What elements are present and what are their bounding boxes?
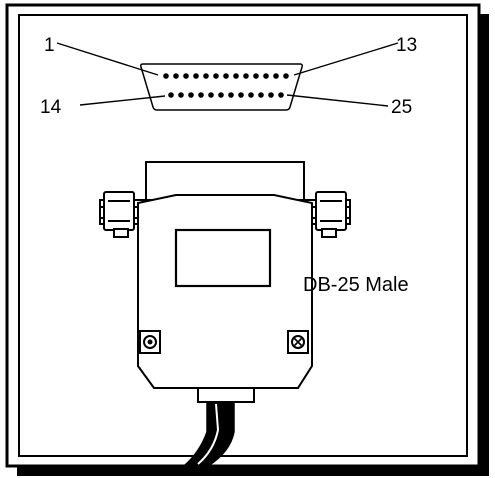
leader-pin-14 — [79, 95, 166, 106]
pin-20 — [228, 92, 234, 98]
pin-14 — [168, 92, 174, 98]
hood-label-window — [174, 228, 272, 288]
connector-side-view — [99, 161, 351, 403]
pin-23 — [258, 92, 264, 98]
label-pin-1: 1 — [44, 35, 55, 56]
pin-8 — [233, 73, 239, 79]
pin-6 — [213, 73, 219, 79]
pin-16 — [188, 92, 194, 98]
label-pin-13: 13 — [396, 35, 417, 56]
pin-19 — [218, 92, 224, 98]
pin-22 — [248, 92, 254, 98]
pin-17 — [198, 92, 204, 98]
pin-21 — [238, 92, 244, 98]
leader-pin-25 — [286, 94, 389, 107]
pin-18 — [208, 92, 214, 98]
frame-inner — [18, 14, 468, 457]
label-pin-14: 14 — [40, 97, 62, 118]
pin-25 — [278, 92, 284, 98]
pin-row-top — [163, 73, 289, 79]
pin-5 — [203, 73, 209, 79]
connector-face — [140, 63, 303, 111]
pin-1 — [163, 73, 169, 79]
pin-13 — [283, 73, 289, 79]
pin-24 — [268, 92, 274, 98]
right-jackscrew — [315, 191, 347, 231]
hood-screw-left — [139, 330, 161, 354]
pin-7 — [223, 73, 229, 79]
left-jackscrew-tip — [113, 228, 129, 238]
label-pin-25: 25 — [391, 97, 412, 118]
pin-9 — [243, 73, 249, 79]
pin-15 — [178, 92, 184, 98]
plug-body — [145, 161, 305, 201]
pin-4 — [193, 73, 199, 79]
pin-2 — [173, 73, 179, 79]
pin-3 — [183, 73, 189, 79]
connector-label: DB-25 Male — [303, 274, 409, 296]
pin-11 — [263, 73, 269, 79]
strain-relief — [197, 387, 255, 403]
hood-screw-right — [287, 330, 309, 354]
connector-hood — [137, 194, 313, 389]
pin-row-bottom — [168, 92, 284, 98]
right-jackscrew-tip — [321, 228, 337, 238]
pin-12 — [273, 73, 279, 79]
connector-face-shell — [140, 63, 303, 111]
leader-pin-1 — [56, 42, 159, 76]
left-jackscrew — [103, 191, 135, 231]
pin-10 — [253, 73, 259, 79]
cable — [182, 401, 235, 467]
leader-pin-13 — [293, 42, 399, 76]
cable-highlight — [197, 403, 220, 465]
